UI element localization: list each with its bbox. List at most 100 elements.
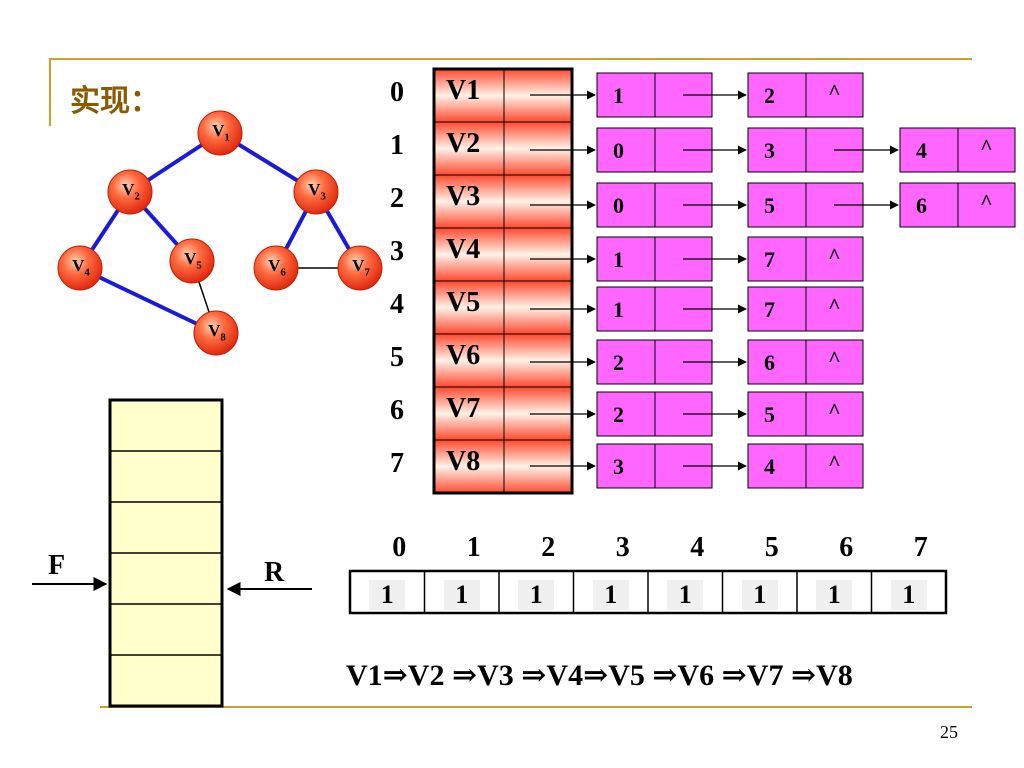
visited-index: 3: [615, 532, 630, 563]
list-node-value: 1: [613, 297, 624, 322]
graph-node-base: V: [122, 180, 135, 199]
graph-node-v4: [57, 245, 103, 291]
top-rule: [50, 58, 972, 60]
list-node-value: 6: [764, 350, 775, 375]
list-node-value: 7: [764, 247, 775, 272]
list-node-value: 2: [613, 402, 624, 427]
null-pointer-symbol: ^: [980, 134, 993, 159]
graph-node-base: V: [184, 249, 197, 268]
left-rule: [49, 58, 51, 126]
graph-node-v6: [253, 245, 299, 291]
graph-node-label-v4: V4: [66, 256, 96, 278]
vertex-index: 3: [390, 236, 404, 267]
vertex-index: 2: [390, 183, 404, 214]
vertex-name: V2: [446, 128, 481, 159]
visited-index: 0: [392, 532, 407, 563]
graph-node-subscript: 1: [224, 131, 230, 144]
graph-node-v1: [197, 110, 243, 156]
vertex-table-name-cell: [433, 174, 505, 229]
list-node-value: 2: [613, 350, 624, 375]
graph-node-v8: [193, 310, 239, 356]
list-node-value: 5: [764, 193, 775, 218]
list-node-value: 1: [613, 83, 624, 108]
graph-node-base: V: [268, 256, 281, 275]
graph-node-subscript: 4: [84, 266, 90, 279]
list-node-value: 7: [764, 297, 775, 322]
graph-node-base: V: [72, 256, 85, 275]
vertex-name: V3: [446, 181, 481, 212]
graph-node-base: V: [308, 180, 321, 199]
graph-node-v2: [107, 169, 153, 215]
vertex-index: 0: [390, 77, 404, 108]
vertex-table-pointer-cell: [503, 227, 573, 282]
vertex-table-pointer-cell: [503, 333, 573, 388]
graph-node-label-v2: V2: [116, 180, 146, 202]
list-node-value: 4: [764, 454, 775, 479]
list-node-value: 6: [916, 193, 927, 218]
null-pointer-symbol: ^: [828, 293, 841, 318]
visited-index: 4: [690, 532, 705, 563]
visited-flag: 1: [667, 580, 704, 610]
graph-node-label-v3: V3: [302, 180, 332, 202]
list-node-value: 2: [764, 83, 775, 108]
vertex-name: V6: [446, 340, 481, 371]
visited-flag: 1: [369, 580, 406, 610]
null-pointer-symbol: ^: [828, 346, 841, 371]
list-node-value: 5: [764, 402, 775, 427]
graph-node-subscript: 5: [196, 259, 202, 272]
graph-node-base: V: [352, 256, 365, 275]
list-node-value: 0: [613, 138, 624, 163]
vertex-table-pointer-cell: [503, 174, 573, 229]
graph-node-subscript: 8: [220, 331, 226, 344]
queue-box: [32, 398, 312, 708]
vertex-index: 5: [390, 342, 404, 373]
vertex-name: V5: [446, 287, 481, 318]
vertex-table-pointer-cell: [503, 121, 573, 176]
graph-nodes: [57, 110, 383, 356]
visited-flag: 1: [816, 580, 853, 610]
vertex-table-name-cell: [433, 121, 505, 176]
visited-index: 1: [466, 532, 481, 563]
vertex-name: V8: [446, 446, 481, 477]
vertex-table-name-cell: [433, 386, 505, 441]
list-node-value: 3: [764, 138, 775, 163]
graph-node-subscript: 6: [280, 266, 286, 279]
graph-node-label-v6: V6: [262, 256, 292, 278]
graph-node-subscript: 3: [320, 190, 326, 203]
visited-index: 5: [764, 532, 779, 563]
list-node-value: 3: [613, 454, 624, 479]
queue-front-label: F: [48, 550, 66, 581]
graph-node-v5: [169, 238, 215, 284]
vertex-name: V1: [446, 75, 481, 106]
page-number: 25: [940, 722, 958, 742]
list-node-value: 0: [613, 193, 624, 218]
null-pointer-symbol: ^: [828, 79, 841, 104]
visited-index: 7: [913, 532, 928, 563]
vertex-table-pointer-cell: [503, 280, 573, 335]
null-pointer-symbol: ^: [980, 189, 993, 214]
vertex-index: 4: [390, 289, 404, 320]
visited-index: 6: [839, 532, 854, 563]
graph-node-v7: [337, 245, 383, 291]
graph-node-v3: [293, 169, 339, 215]
null-pointer-symbol: ^: [828, 398, 841, 423]
graph-node-label-v7: V7: [346, 256, 376, 278]
visited-flag: 1: [592, 580, 629, 610]
visited-array: [348, 569, 948, 615]
vertex-index: 6: [390, 395, 404, 426]
visited-flag: 1: [443, 580, 480, 610]
null-pointer-symbol: ^: [828, 243, 841, 268]
vertex-name: V7: [446, 393, 481, 424]
visited-index: 2: [541, 532, 556, 563]
list-node-value: 4: [916, 138, 927, 163]
vertex-table-name-cell: [433, 227, 505, 282]
list-node-value: 1: [613, 247, 624, 272]
graph-node-label-v8: V8: [202, 321, 232, 343]
graph-edges: [78, 131, 362, 335]
vertex-index: 1: [390, 130, 404, 161]
vertex-table-border: [432, 67, 574, 495]
graph-node-subscript: 2: [134, 190, 140, 203]
graph-node-base: V: [212, 121, 225, 140]
graph-edge-v4-v8: [79, 266, 217, 335]
